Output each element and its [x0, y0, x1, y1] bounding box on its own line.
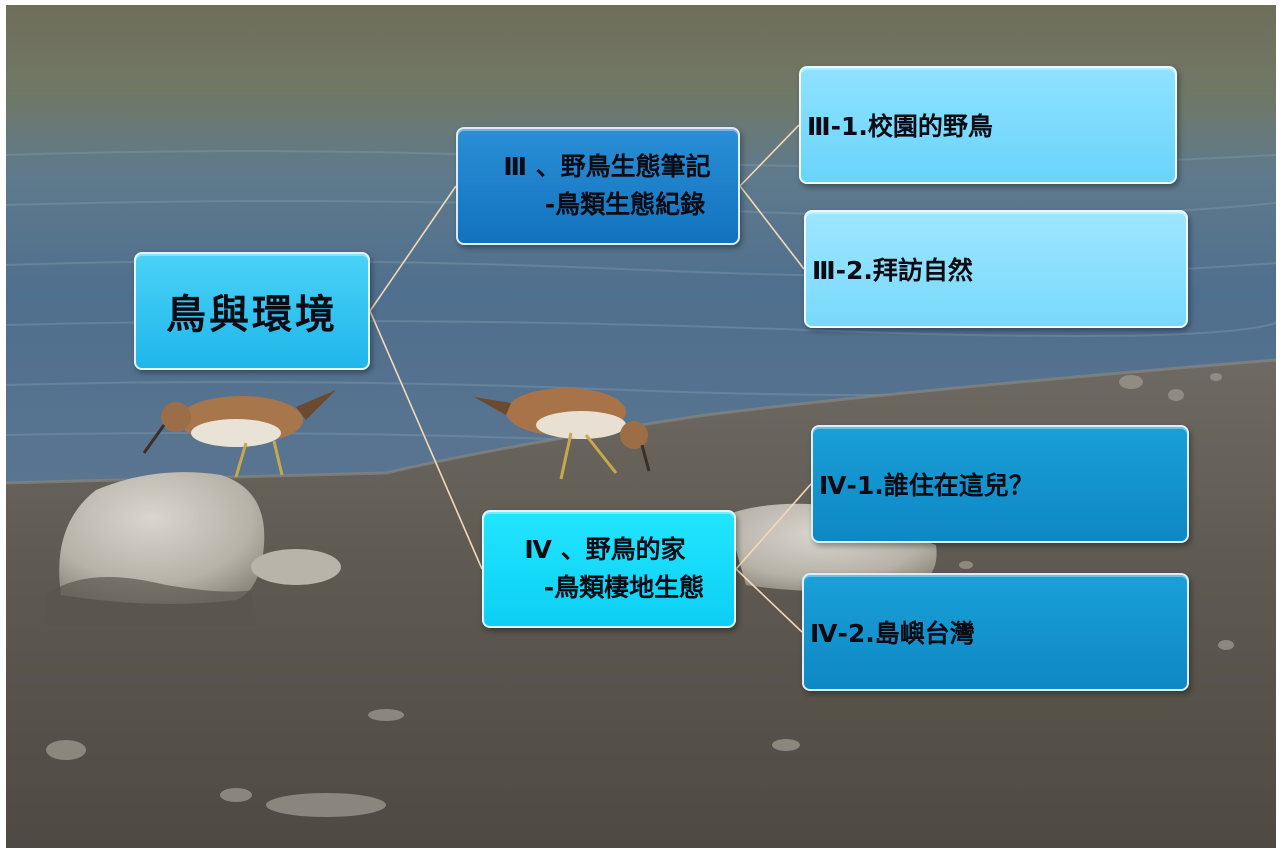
connector-b3-l32	[739, 185, 805, 270]
connector-root-b4	[369, 310, 483, 570]
slide: 鳥與環境 Ⅲ 、野鳥生態筆記 -鳥類生態紀錄 Ⅳ 、野鳥的家 -鳥類棲地生態 Ⅲ…	[6, 5, 1276, 848]
connector-root-b3	[369, 185, 457, 312]
leaf-4-1-label: Ⅳ-1.誰住在這兒？	[819, 471, 1034, 500]
rocks	[46, 472, 937, 625]
leaf-node-3-1: Ⅲ-1.校園的野鳥	[799, 66, 1177, 184]
root-label: 鳥與環境	[166, 292, 338, 338]
branch-3-title: Ⅲ 、野鳥生態筆記	[503, 152, 711, 181]
connector-b4-l42	[735, 568, 803, 633]
leaf-node-4-2: Ⅳ-2.島嶼台灣	[802, 573, 1189, 691]
shore-edge	[6, 358, 1276, 485]
leaf-node-4-1: Ⅳ-1.誰住在這兒？	[811, 425, 1189, 543]
branch-node-3: Ⅲ 、野鳥生態筆記 -鳥類生態紀錄	[456, 127, 740, 245]
connector-b3-l31	[739, 124, 800, 187]
sandpiper-left	[142, 390, 336, 478]
pebbles	[46, 373, 1234, 817]
leaf-3-2-label: Ⅲ-2.拜訪自然	[812, 256, 973, 285]
branch-3-subtitle: -鳥類生態紀錄	[544, 190, 706, 219]
root-node: 鳥與環境	[134, 252, 370, 370]
leaf-4-2-label: Ⅳ-2.島嶼台灣	[810, 619, 975, 648]
connector-lines	[369, 124, 812, 633]
connector-b4-l41	[735, 483, 812, 570]
branch-4-title: Ⅳ 、野鳥的家	[524, 535, 686, 564]
branch-node-4: Ⅳ 、野鳥的家 -鳥類棲地生態	[482, 510, 736, 628]
leaf-3-1-label: Ⅲ-1.校園的野鳥	[807, 112, 993, 141]
leaf-node-3-2: Ⅲ-2.拜訪自然	[804, 210, 1188, 328]
sandpiper-right	[474, 388, 651, 480]
branch-4-subtitle: -鳥類棲地生態	[543, 573, 705, 602]
